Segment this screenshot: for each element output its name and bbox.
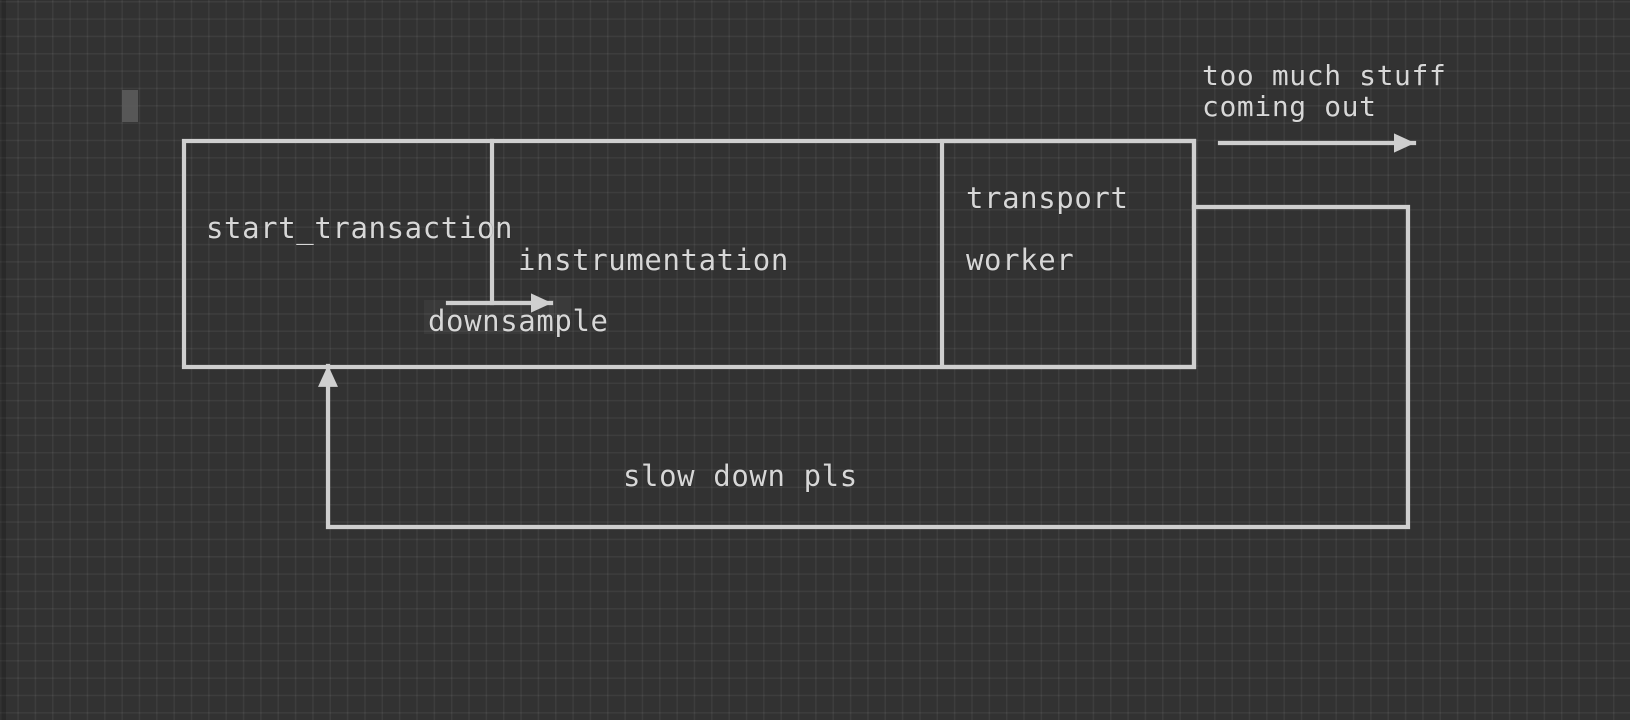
stray-selection-marker bbox=[122, 90, 138, 122]
label-start-transaction: start_transaction bbox=[206, 211, 514, 245]
label-instrumentation: instrumentation bbox=[518, 243, 789, 277]
transport-worker-box-outline[interactable] bbox=[939, 138, 1197, 370]
label-too-much-stuff-line2: coming out bbox=[1202, 90, 1377, 124]
label-worker: worker bbox=[966, 243, 1075, 277]
label-transport: transport bbox=[966, 181, 1129, 215]
label-downsample: downsample bbox=[428, 304, 609, 338]
label-slow-down-pls: slow down pls bbox=[623, 459, 858, 493]
label-too-much-stuff-line1: too much stuff bbox=[1202, 59, 1447, 92]
slow-down-feedback-path bbox=[318, 204, 1411, 530]
